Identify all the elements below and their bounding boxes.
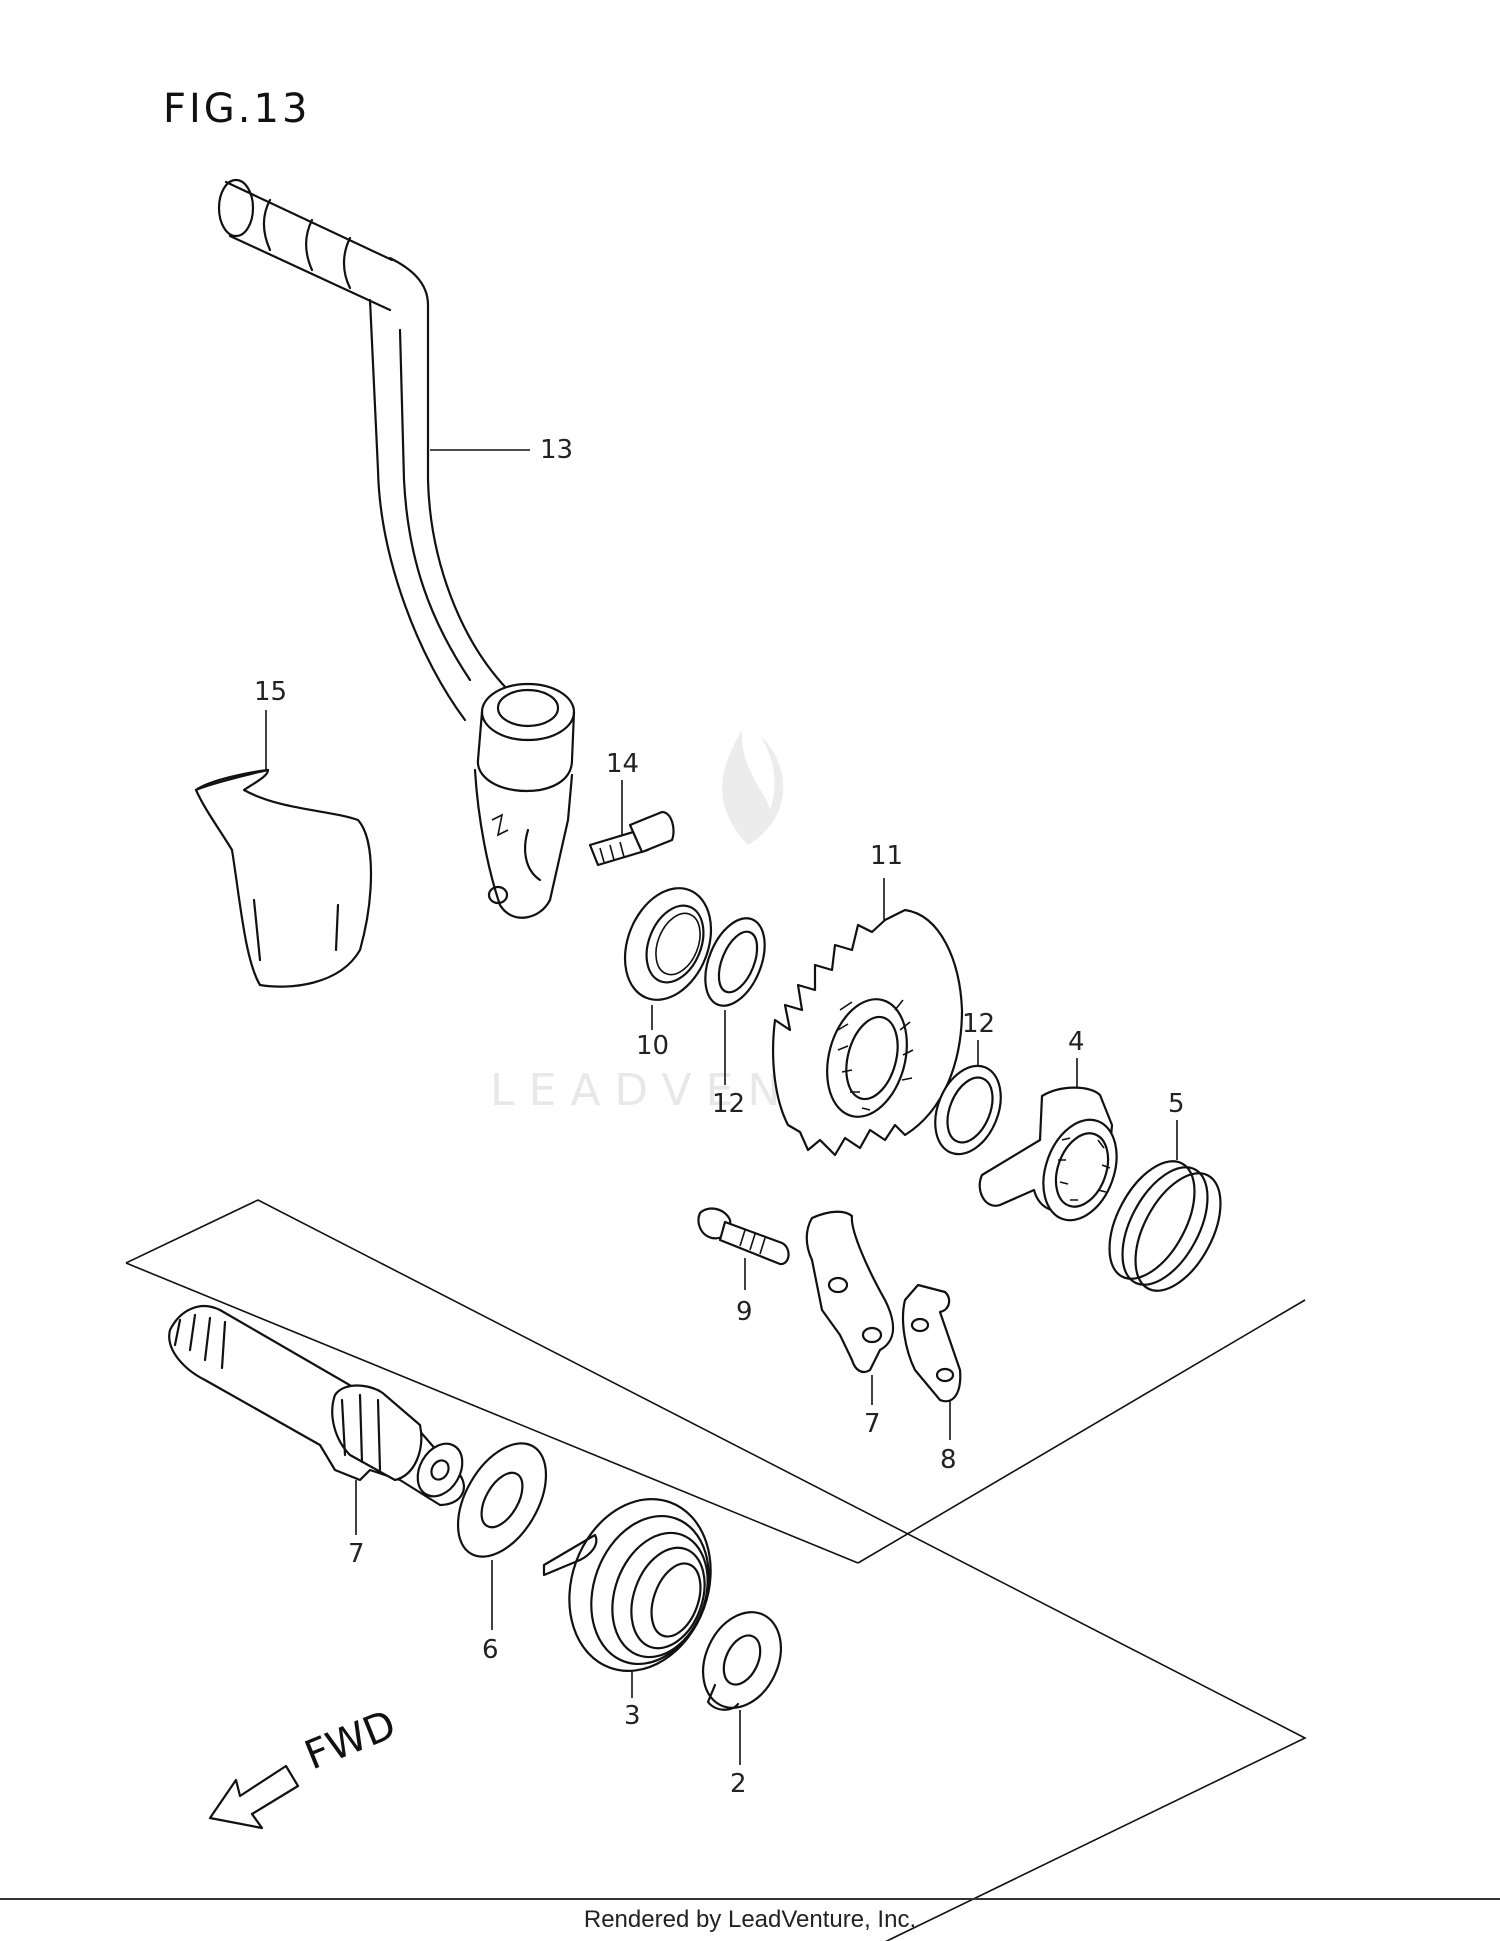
- boot-cover: [194, 768, 373, 988]
- spring-guide: [702, 1611, 782, 1711]
- callout-12-left: 12: [712, 1089, 745, 1119]
- callout-labels: 13 15 14 11 10 12 12 4 5 9 7 8 7 6 3 2: [254, 435, 1185, 1799]
- kick-starter-shaft: [168, 1305, 465, 1507]
- fwd-indicator: FWD: [208, 1702, 403, 1830]
- callout-12-right: 12: [962, 1009, 995, 1039]
- stopper-plate: [901, 1283, 962, 1403]
- callout-7-shaft: 7: [348, 1539, 365, 1569]
- callout-6: 6: [482, 1635, 499, 1665]
- callout-2: 2: [730, 1769, 747, 1799]
- footer-credit: Rendered by LeadVenture, Inc.: [0, 1898, 1500, 1934]
- callout-3: 3: [624, 1701, 641, 1731]
- callout-5: 5: [1168, 1089, 1185, 1119]
- callout-7-plate: 7: [864, 1409, 881, 1439]
- bolt-9: [697, 1207, 790, 1266]
- callout-11: 11: [870, 841, 903, 871]
- washer-6: [456, 1442, 548, 1558]
- oil-seal: [623, 887, 713, 1001]
- assembly-boundary-left: [125, 1262, 859, 1564]
- fwd-label: FWD: [299, 1702, 403, 1780]
- callout-15: 15: [254, 677, 287, 707]
- callout-4: 4: [1068, 1027, 1085, 1057]
- arrow-left-down-icon: [208, 1764, 300, 1830]
- callout-14: 14: [606, 749, 639, 779]
- leader-lines: [265, 449, 1178, 1765]
- callout-13: 13: [540, 435, 573, 465]
- kick-starter-ratchet: [978, 1086, 1118, 1222]
- kick-starter-gear: [772, 908, 964, 1157]
- callout-9: 9: [736, 1297, 753, 1327]
- assembly-boundary: [125, 1199, 1307, 1941]
- washer-12-right: [934, 1064, 1002, 1156]
- starter-guide-plate: [805, 1210, 895, 1374]
- figure-title: FIG.13: [163, 86, 310, 132]
- assembly-boundary-right: [857, 1299, 1306, 1564]
- callout-8: 8: [940, 1445, 957, 1475]
- kick-starter-lever: [217, 178, 576, 919]
- callout-10: 10: [636, 1031, 669, 1061]
- kick-return-spring: [542, 1497, 712, 1673]
- bolt-14: [588, 810, 675, 867]
- washer-12-left: [704, 917, 766, 1007]
- ratchet-spring: [1108, 1160, 1222, 1292]
